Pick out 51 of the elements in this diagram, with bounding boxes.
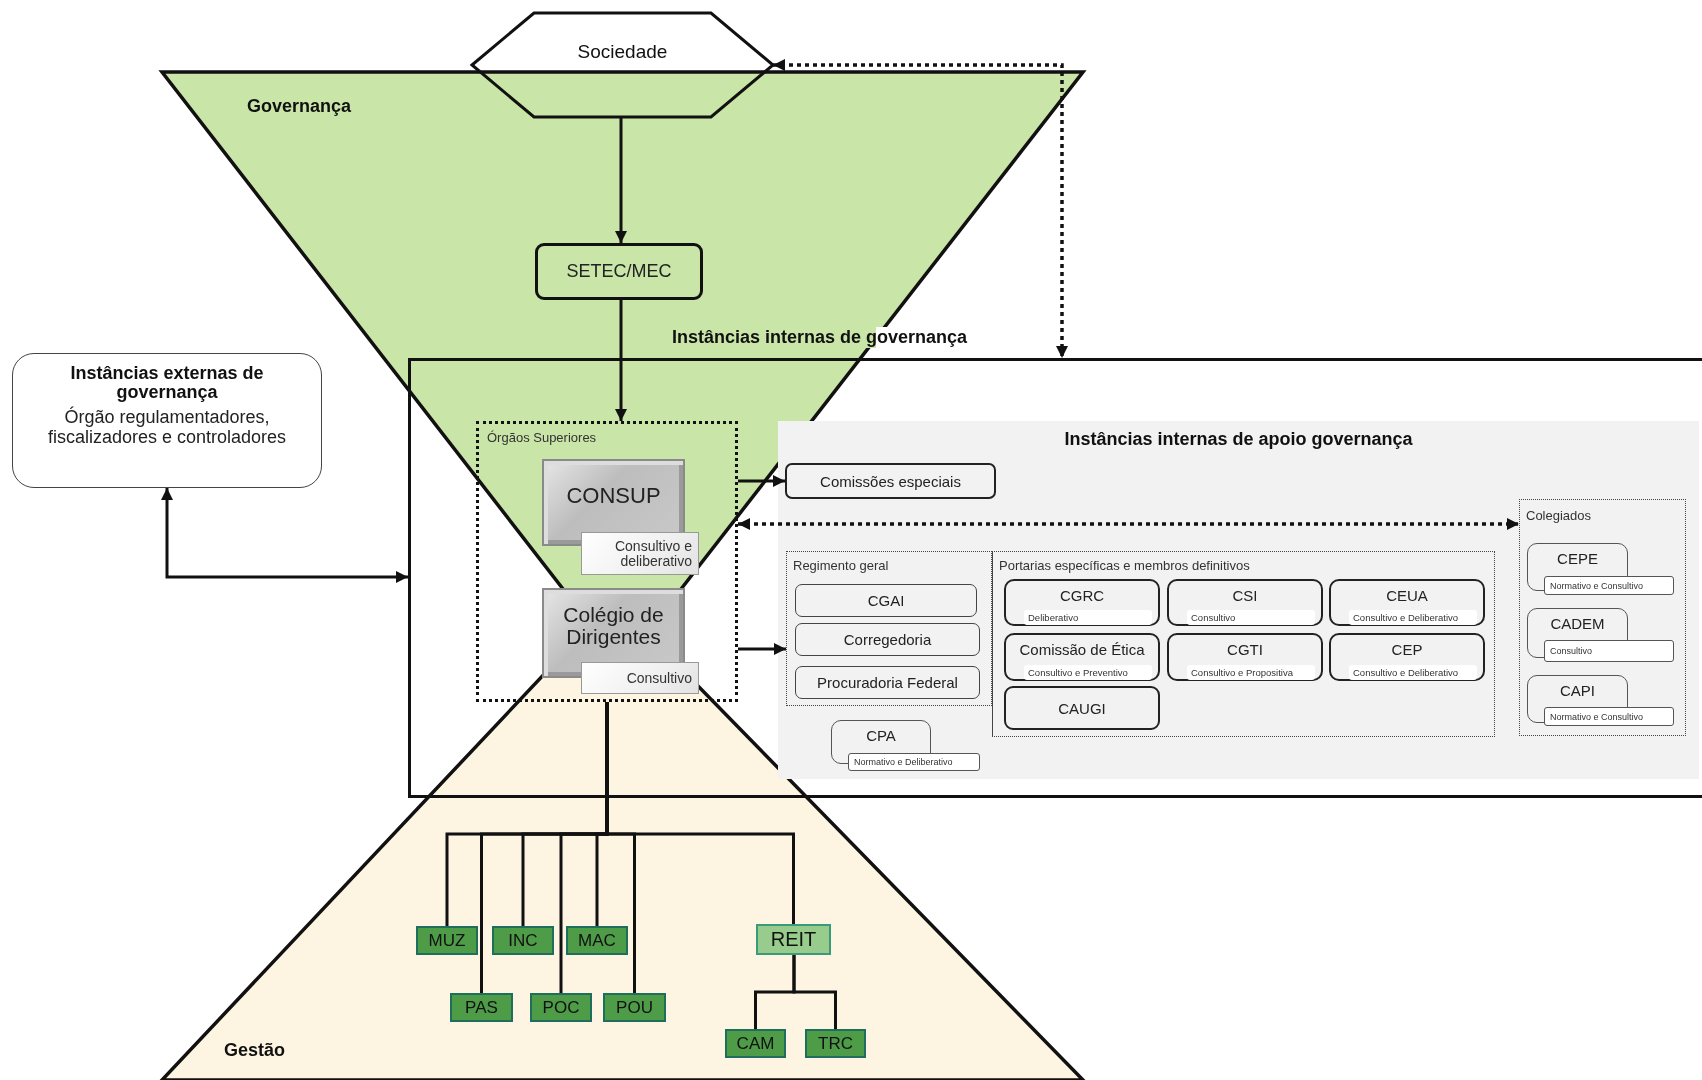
role-tag: Consultivo e Deliberativo xyxy=(1349,665,1477,680)
support-panel xyxy=(778,421,1699,779)
role-tag: Consultivo e Propositiva xyxy=(1187,665,1315,680)
role-tag: Consultivo e Deliberativo xyxy=(1349,610,1477,625)
process-box: Comissões especiais xyxy=(785,463,996,499)
unit-box: MAC xyxy=(566,926,628,955)
role-tag: Consultivo xyxy=(1187,610,1315,625)
arrow xyxy=(738,643,786,655)
role-tag: Consultivo xyxy=(1544,640,1674,662)
group-frame xyxy=(476,421,738,702)
group-heading: Instâncias internas de apoio governança xyxy=(1063,429,1414,450)
group-heading: Órgãos Superiores xyxy=(487,430,597,445)
role-tag: Consultivo xyxy=(581,662,699,694)
group-heading: Portarias específicas e membros definitivos xyxy=(999,558,1250,573)
connector-line xyxy=(792,955,837,1029)
process-box: Corregedoria xyxy=(795,623,980,656)
group-frame xyxy=(786,551,992,706)
role-tag: Normativo e Consultivo xyxy=(1544,576,1674,595)
group-heading: Colegiados xyxy=(1526,508,1592,523)
arrow xyxy=(615,117,627,243)
arrow xyxy=(161,488,408,583)
role-tag: Consultivo e deliberativo xyxy=(581,532,699,575)
unit-box: POU xyxy=(603,993,666,1022)
unit-box: MUZ xyxy=(416,926,478,955)
unit-box: POC xyxy=(530,993,592,1022)
band-heading: Gestão xyxy=(224,1040,286,1061)
arrow xyxy=(615,300,627,421)
group-heading: Instâncias internas de governança xyxy=(670,327,970,348)
info-card xyxy=(12,353,322,488)
unit-box: PAS xyxy=(450,993,513,1022)
role-tag: Normativo e Consultivo xyxy=(1544,707,1674,726)
role-tag: Consultivo e Preventivo xyxy=(1024,665,1152,680)
card-heading: Instâncias externas de governança xyxy=(69,364,265,402)
dotted-arrow xyxy=(773,59,1068,358)
role-tag: Normativo e Deliberativo xyxy=(848,753,980,771)
dotted-arrow xyxy=(738,518,1519,530)
unit-box: REIT xyxy=(756,924,831,955)
group-frame xyxy=(1519,499,1686,736)
card-text: Órgão regulamentadores, fiscalizadores e controladores xyxy=(46,407,288,448)
role-tag: Deliberativo xyxy=(1024,610,1152,625)
process-box: SETEC/MEC xyxy=(535,243,703,300)
process-box: CGAI xyxy=(795,584,977,617)
node-label: Sociedade xyxy=(576,41,669,63)
unit-box: INC xyxy=(492,926,554,955)
unit-box: TRC xyxy=(805,1029,866,1058)
process-box: CAUGI xyxy=(1004,686,1160,730)
band-heading: Governança xyxy=(247,96,352,117)
group-heading: Regimento geral xyxy=(793,558,889,573)
process-box: Procuradoria Federal xyxy=(795,666,980,699)
unit-box: CAM xyxy=(725,1029,786,1058)
group-frame xyxy=(992,551,1495,737)
